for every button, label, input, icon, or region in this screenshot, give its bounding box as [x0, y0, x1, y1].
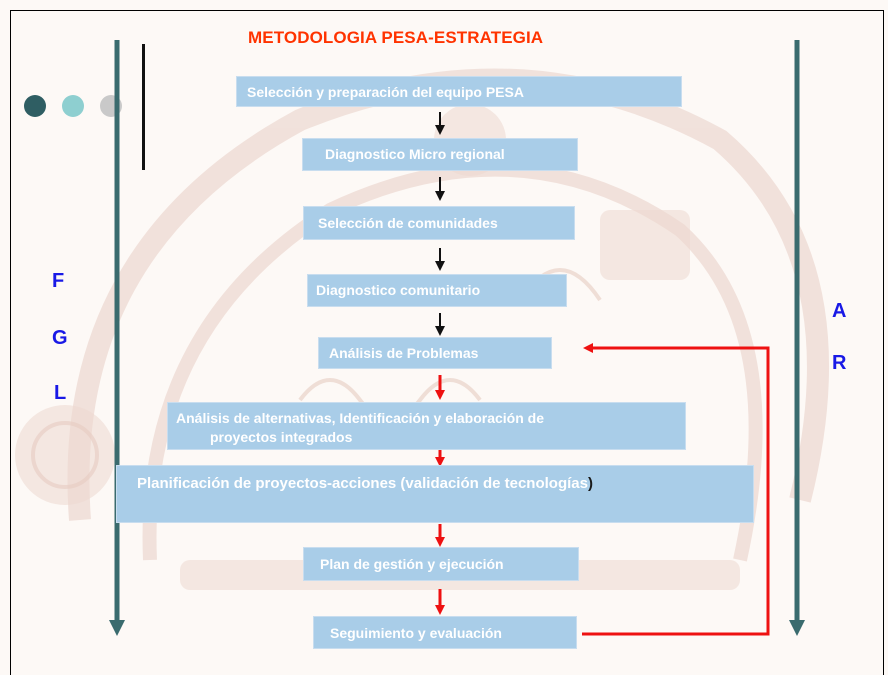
step-diagnostico-micro-regional: Diagnostico Micro regional [302, 138, 578, 171]
slide-frame [10, 10, 884, 675]
side-letter-f: F [52, 270, 65, 292]
step-planificacion: Planificación de proyectos-acciones (val… [116, 465, 754, 523]
bullet-dot-icon [24, 95, 46, 117]
side-letter-l: L [54, 382, 67, 404]
vertical-separator [142, 44, 145, 170]
feedback-loop-arrow-icon [582, 343, 770, 636]
bullet-dot-icon [62, 95, 84, 117]
side-letter-g: G [52, 327, 68, 349]
side-letter-r: R [832, 352, 847, 374]
step-seleccion-comunidades: Selección de comunidades [303, 206, 575, 240]
step-seguimiento: Seguimiento y evaluación [313, 616, 577, 649]
side-letter-a: A [832, 300, 847, 322]
step-seleccion-equipo: Selección y preparación del equipo PESA [236, 76, 682, 107]
step-plan-gestion: Plan de gestión y ejecución [303, 547, 579, 581]
step-analisis-problemas: Análisis de Problemas [318, 337, 552, 369]
step-diagnostico-comunitario: Diagnostico comunitario [307, 274, 567, 307]
step-analisis-alternativas: Análisis de alternativas, Identificación… [167, 402, 686, 450]
diagram-title: METODOLOGIA PESA-ESTRATEGIA [248, 28, 544, 47]
